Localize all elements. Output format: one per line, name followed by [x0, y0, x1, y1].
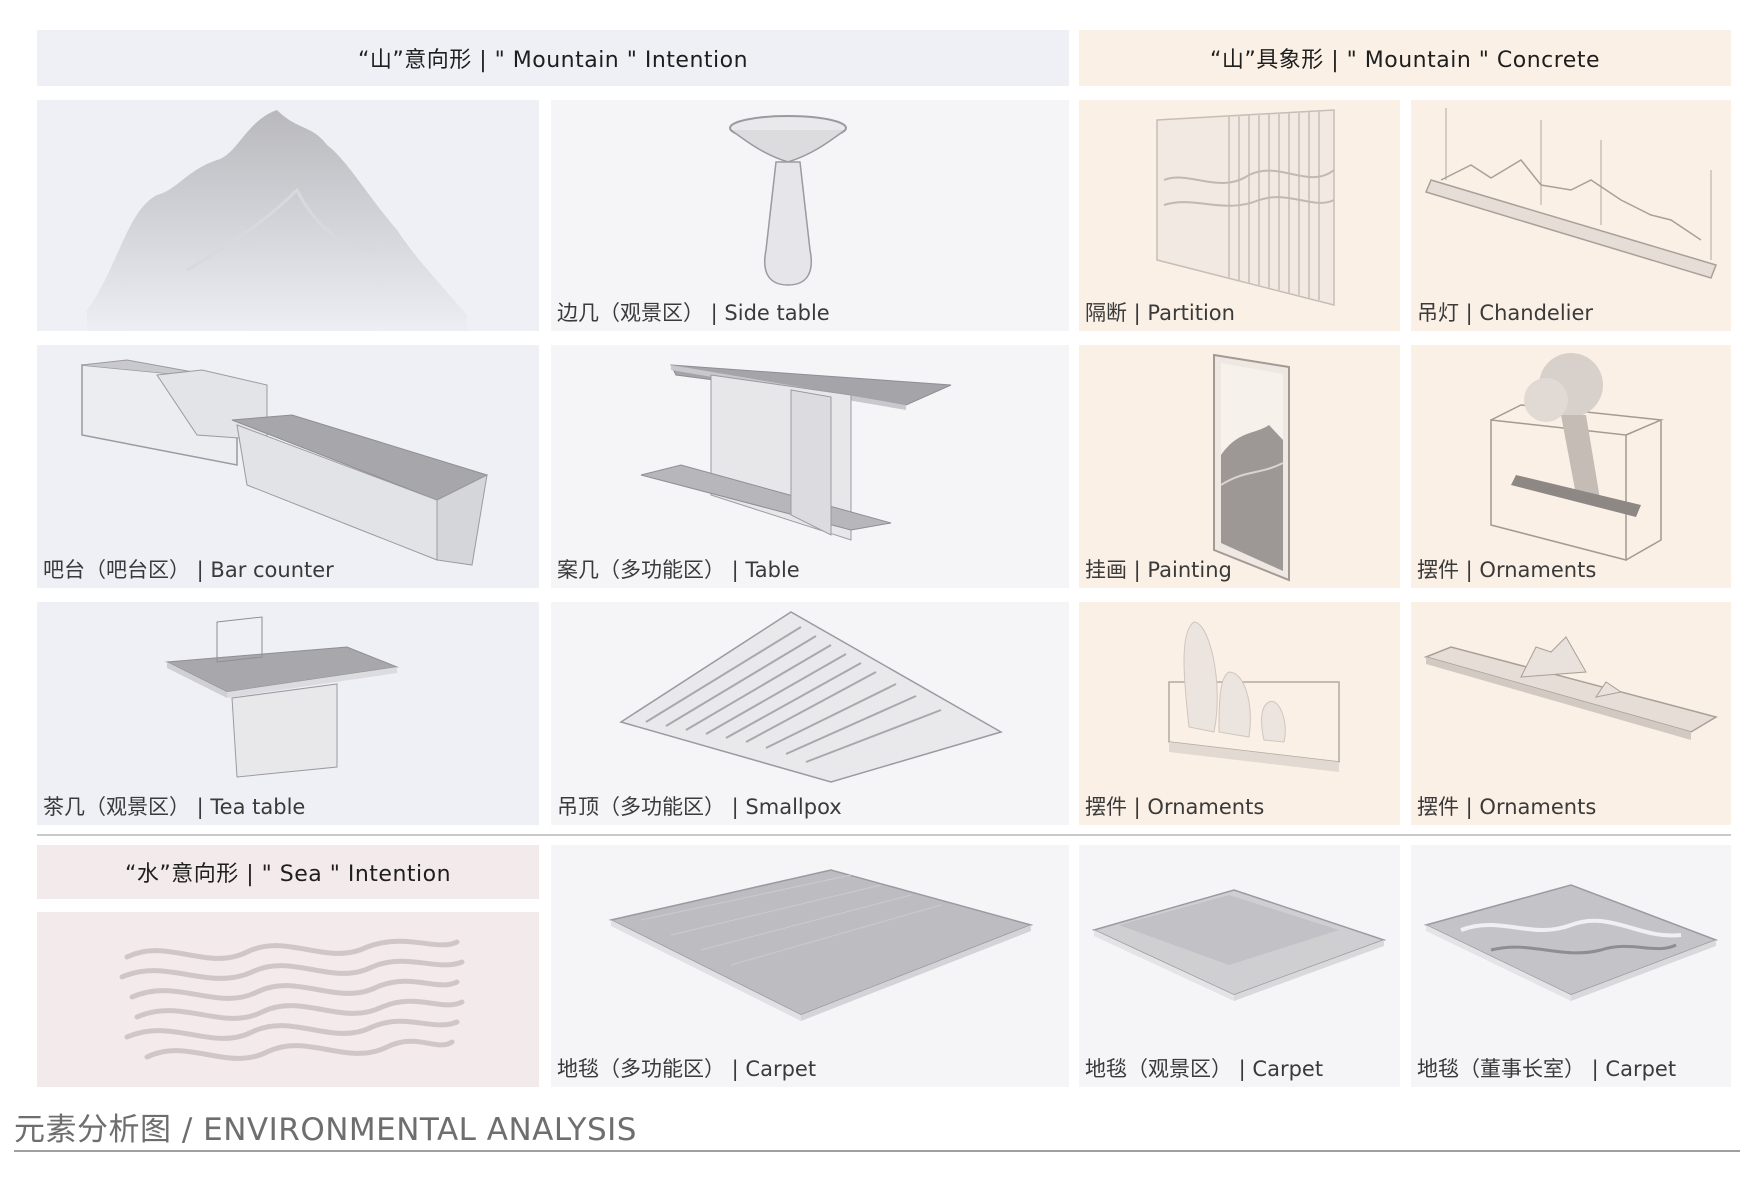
table-image: [640, 364, 952, 541]
side-table-cell: 边几（观景区） | Side table: [551, 100, 1069, 331]
ornaments-1-cell: 摆件 | Ornaments: [1411, 345, 1731, 588]
carpet-1-image: [608, 869, 1034, 1021]
sea-intention-title: “水”意向形 | " Sea " Intention: [124, 862, 452, 887]
carpet-2-image: [1091, 889, 1387, 1001]
ornaments-3-cell: 摆件 | Ornaments: [1411, 602, 1731, 825]
ornaments-1-image: [1490, 353, 1664, 561]
sea-waves-image: [119, 938, 465, 1061]
tea-table-image: [165, 616, 399, 778]
mountain-intention-title: “山”意向形 | " Mountain " Intention: [357, 48, 749, 73]
carpet-1-label: 地毯（多功能区） | Carpet: [557, 1057, 817, 1081]
carpet-2-label: 地毯（观景区） | Carpet: [1085, 1057, 1324, 1081]
painting-image: [1213, 353, 1290, 582]
mountain-image-cell: [37, 100, 539, 331]
mountain-concrete-title: “山”具象形 | " Mountain " Concrete: [1209, 48, 1601, 73]
mountain-intention-header: “山”意向形 | " Mountain " Intention: [37, 30, 1069, 86]
ornaments-2-image: [1168, 621, 1340, 772]
partition-label: 隔断 | Partition: [1085, 301, 1235, 325]
side-table-label: 边几（观景区） | Side table: [557, 301, 830, 325]
tea-table-label: 茶几（观景区） | Tea table: [43, 795, 306, 819]
carpet-3-image: [1423, 884, 1719, 1001]
carpet-1-cell: 地毯（多功能区） | Carpet: [551, 845, 1069, 1087]
sea-waves-cell: [37, 912, 539, 1087]
bar-counter-image: [81, 359, 489, 566]
footer-rule: [14, 1150, 1740, 1152]
painting-label: 挂画 | Painting: [1085, 558, 1232, 582]
painting-cell: 挂画 | Painting: [1079, 345, 1400, 588]
chandelier-cell: 吊灯 | Chandelier: [1411, 100, 1731, 331]
tea-table-cell: 茶几（观景区） | Tea table: [37, 602, 539, 825]
ornaments-3-image: [1423, 636, 1718, 740]
bar-counter-label: 吧台（吧台区） | Bar counter: [43, 558, 334, 582]
footer-title: 元素分析图 / ENVIRONMENTAL ANALYSIS: [14, 1112, 637, 1148]
ornaments-2-cell: 摆件 | Ornaments: [1079, 602, 1400, 825]
sea-intention-header: “水”意向形 | " Sea " Intention: [37, 845, 539, 899]
ornaments-3-label: 摆件 | Ornaments: [1417, 795, 1597, 819]
carpet-3-label: 地毯（董事长室） | Carpet: [1417, 1057, 1677, 1081]
partition-image: [1156, 109, 1335, 306]
smallpox-image: [619, 611, 1003, 783]
carpet-2-cell: 地毯（观景区） | Carpet: [1079, 845, 1400, 1087]
section-divider: [37, 834, 1731, 836]
smallpox-label: 吊顶（多功能区） | Smallpox: [557, 795, 842, 819]
bar-counter-cell: 吧台（吧台区） | Bar counter: [37, 345, 539, 588]
side-table-image: [729, 115, 847, 286]
ornaments-1-label: 摆件 | Ornaments: [1417, 558, 1597, 582]
carpet-3-cell: 地毯（董事长室） | Carpet: [1411, 845, 1731, 1087]
chandelier-label: 吊灯 | Chandelier: [1417, 301, 1594, 325]
ornaments-2-label: 摆件 | Ornaments: [1085, 795, 1265, 819]
mountain-silhouette-image: [87, 110, 467, 331]
chandelier-image: [1424, 108, 1717, 279]
smallpox-cell: 吊顶（多功能区） | Smallpox: [551, 602, 1069, 825]
mountain-concrete-header: “山”具象形 | " Mountain " Concrete: [1079, 30, 1731, 86]
partition-cell: 隔断 | Partition: [1079, 100, 1400, 331]
table-cell: 案几（多功能区） | Table: [551, 345, 1069, 588]
table-label: 案几（多功能区） | Table: [557, 558, 800, 582]
